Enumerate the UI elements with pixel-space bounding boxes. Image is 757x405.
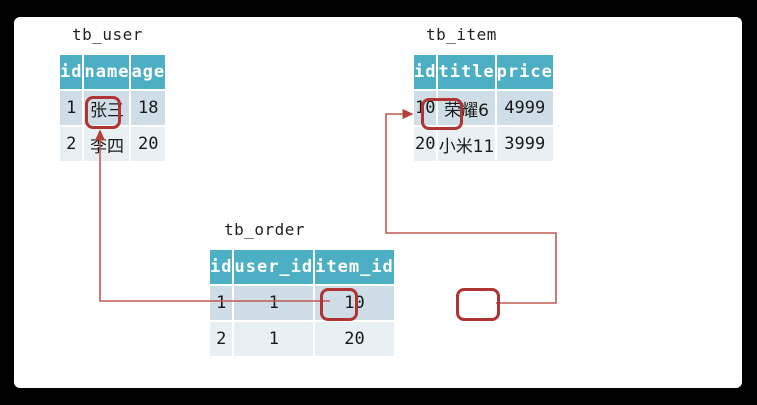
diagram-paper: tb_user id name age 1 张三 18 2 李四 20 — [14, 17, 742, 388]
table-grid-tb-user: id name age 1 张三 18 2 李四 20 — [58, 53, 168, 163]
table-header-row: id title price — [414, 55, 553, 89]
cell-id: 20 — [414, 127, 437, 161]
table-grid-tb-order: id user_id item_id 1 1 10 2 1 20 — [208, 248, 396, 358]
cell-id: 10 — [414, 91, 437, 125]
table-row: 10 荣耀6 4999 — [414, 91, 553, 125]
cell-id: 2 — [60, 127, 83, 161]
column-header-title: title — [438, 55, 495, 89]
table-row: 1 1 10 — [210, 286, 394, 320]
cell-item-id: 10 — [315, 286, 394, 320]
cell-price: 4999 — [496, 91, 553, 125]
cell-item-id: 20 — [315, 322, 394, 356]
table-header-row: id name age — [60, 55, 166, 89]
column-header-price: price — [496, 55, 553, 89]
cell-name: 张三 — [84, 91, 130, 125]
table-row: 2 1 20 — [210, 322, 394, 356]
cell-title: 荣耀6 — [438, 91, 495, 125]
table-row: 1 张三 18 — [60, 91, 166, 125]
cell-title: 小米11 — [438, 127, 495, 161]
column-header-item-id: item_id — [315, 250, 394, 284]
cell-price: 3999 — [496, 127, 553, 161]
table-header-row: id user_id item_id — [210, 250, 394, 284]
column-header-name: name — [84, 55, 130, 89]
table-title-tb-order: tb_order — [224, 220, 306, 239]
table-grid-tb-item: id title price 10 荣耀6 4999 20 小米11 3999 — [412, 53, 555, 163]
column-header-id: id — [210, 250, 233, 284]
table-title-tb-user: tb_user — [72, 25, 143, 44]
cell-name: 李四 — [84, 127, 130, 161]
column-header-id: id — [60, 55, 83, 89]
cell-user-id: 1 — [234, 286, 314, 320]
cell-age: 18 — [131, 91, 166, 125]
table-row: 20 小米11 3999 — [414, 127, 553, 161]
column-header-id: id — [414, 55, 437, 89]
cell-id: 2 — [210, 322, 233, 356]
cell-age: 20 — [131, 127, 166, 161]
cell-user-id: 1 — [234, 322, 314, 356]
column-header-user-id: user_id — [234, 250, 314, 284]
cell-id: 1 — [210, 286, 233, 320]
column-header-age: age — [131, 55, 166, 89]
table-row: 2 李四 20 — [60, 127, 166, 161]
table-title-tb-item: tb_item — [426, 25, 497, 44]
cell-id: 1 — [60, 91, 83, 125]
